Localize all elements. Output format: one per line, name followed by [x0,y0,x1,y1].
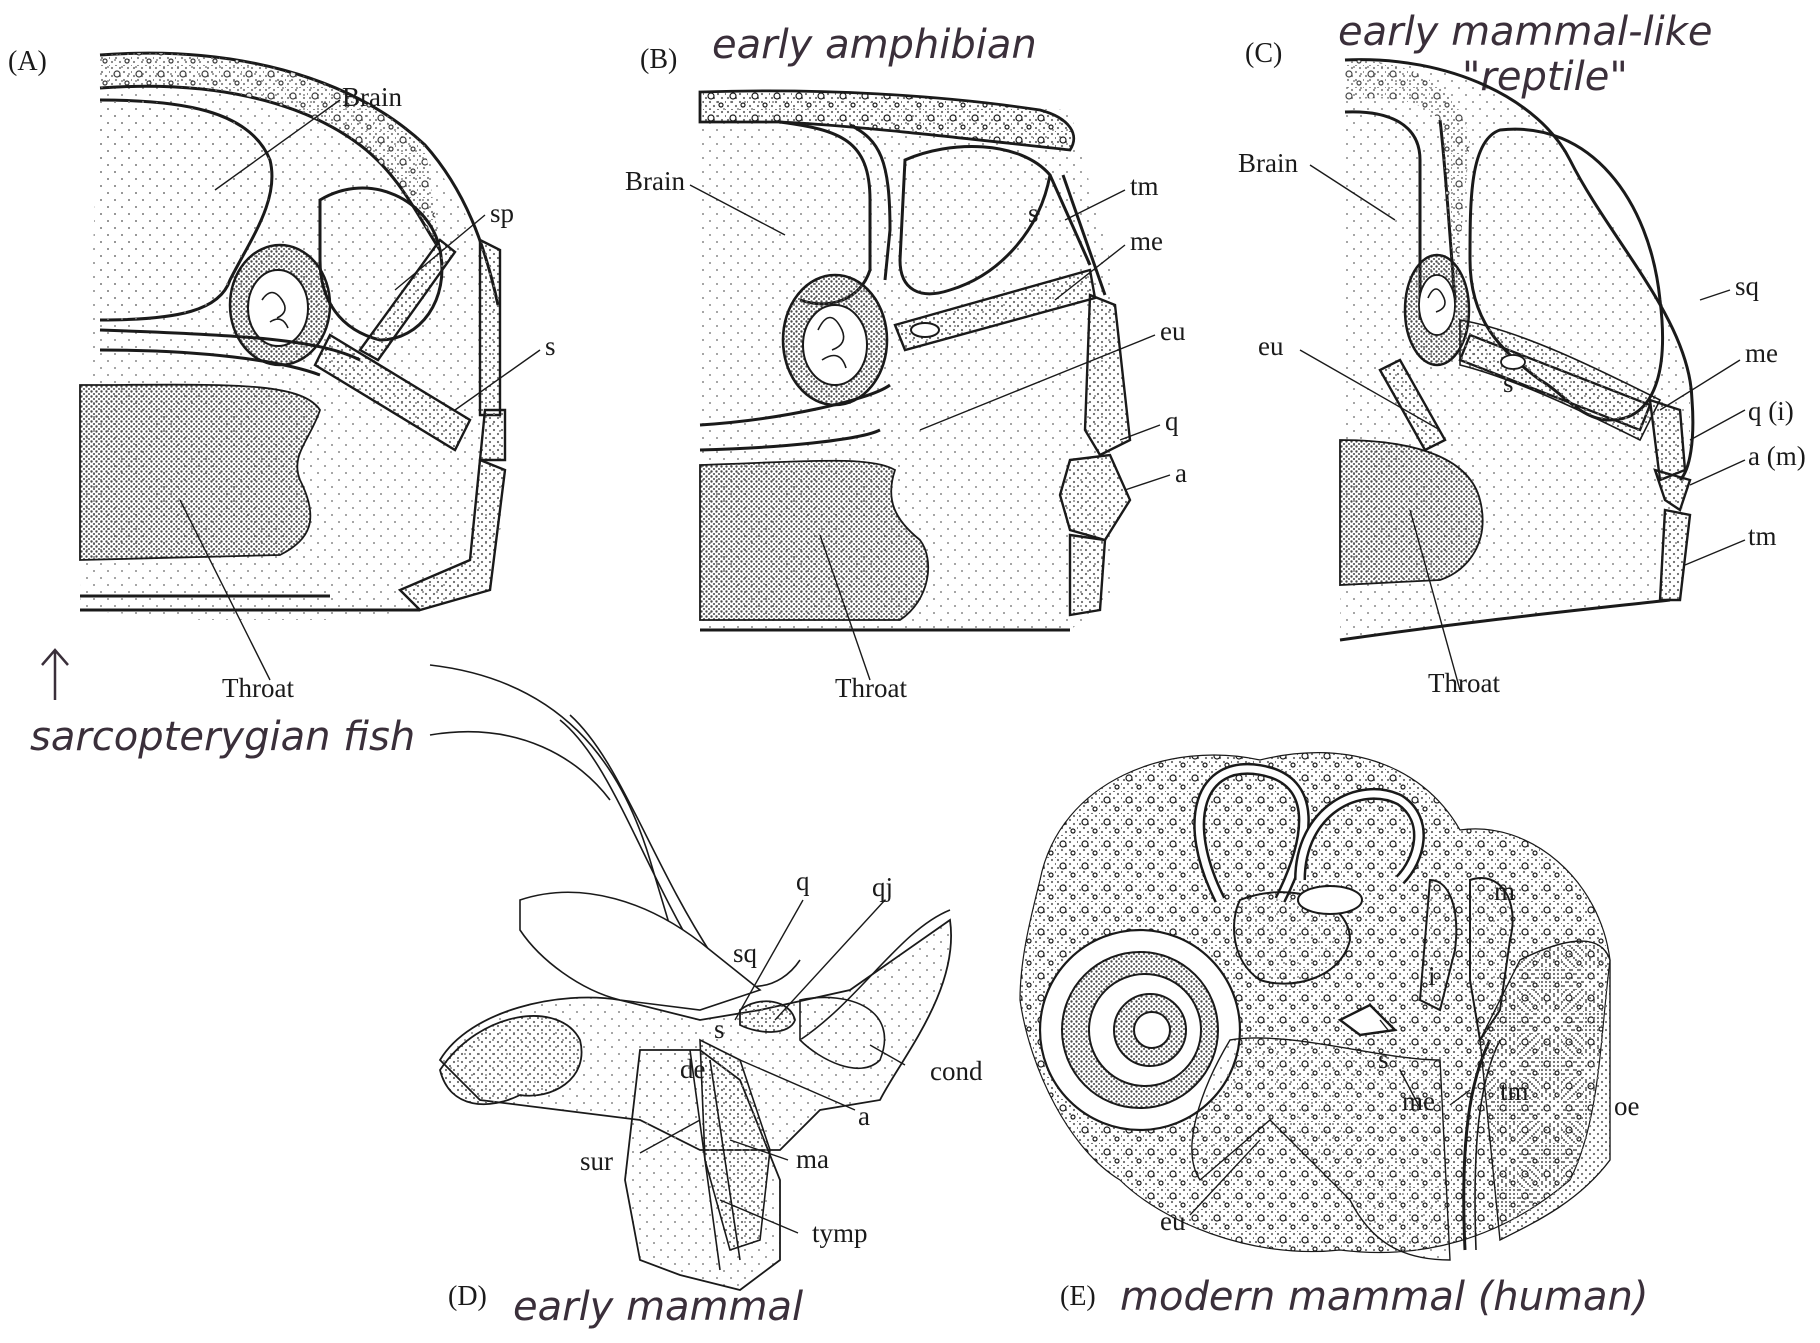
panel-b-label-brain: Brain [625,166,685,196]
panel-e-label-eu: eu [1160,1206,1186,1236]
panel-d-label-q: q [796,866,810,896]
panel-e-label-tm: tm [1500,1076,1529,1106]
panel-d-label-sq: sq [733,938,758,968]
panel-e: m i s me tm oe eu (E) modern mammal (hum… [1020,753,1648,1320]
panel-c-label-eu: eu [1258,331,1284,361]
panel-e-label-s: s [1378,1044,1389,1074]
panel-d-label-s: s [714,1014,725,1044]
panel-e-label-i: i [1428,961,1436,991]
panel-c-label-tm: tm [1748,521,1777,551]
panel-c-label-s: s [1503,368,1514,398]
panel-b-label-a: a [1175,458,1187,488]
panel-c-label-qi: q (i) [1748,396,1794,426]
panel-c-label-me: me [1745,338,1778,368]
panel-d-label-ma: ma [796,1144,829,1174]
panel-d-caption: early mammal [513,1284,803,1330]
panel-a: (A) Brain sp s [8,46,556,760]
panel-c-label-throat: Throat [1428,668,1500,698]
panel-c-caption-line1: early mammal-like [1338,9,1713,55]
panel-b-label-s: s [1028,198,1039,228]
panel-e-label-me: me [1402,1086,1435,1116]
panel-d-label-de: de [680,1054,706,1084]
panel-d-label-a: a [858,1101,870,1131]
panel-a-label-s: s [545,331,556,361]
panel-d-label-qj: qj [872,872,893,902]
panel-c-label-sq: sq [1735,271,1760,301]
panel-b-label-me: me [1130,226,1163,256]
panel-e-label-oe: oe [1614,1091,1640,1121]
panel-d: sq q qj s de cond a sur ma tymp (D) earl… [430,665,983,1330]
panel-b-caption: early amphibian [712,22,1037,68]
panel-d-label-cond: cond [930,1056,983,1086]
panel-a-label-throat: Throat [222,673,294,703]
panel-d-label-sur: sur [580,1146,613,1176]
panel-c-letter: (C) [1245,38,1282,69]
panel-c-label-brain: Brain [1238,148,1298,178]
panel-b-label-eu: eu [1160,316,1186,346]
panel-a-caption: sarcopterygian fish [30,714,415,760]
panel-b-letter: (B) [640,44,677,75]
panel-a-label-sp: sp [490,198,514,228]
panel-e-letter: (E) [1060,1281,1096,1312]
panel-e-caption: modern mammal (human) [1120,1274,1648,1320]
panel-a-letter: (A) [8,46,47,77]
panel-b-label-q: q [1165,406,1179,436]
arrow-icon [42,650,68,700]
panel-d-label-tymp: tymp [812,1218,868,1248]
panel-b-label-throat: Throat [835,673,907,703]
panel-a-label-brain: Brain [342,82,402,112]
panel-b: (B) early amphibian [625,22,1187,703]
panel-e-label-m: m [1494,876,1515,906]
panel-b-label-tm: tm [1130,171,1159,201]
panel-d-letter: (D) [448,1281,487,1312]
panel-c: (C) early mammal-like "reptile" [1238,9,1806,698]
panel-c-label-am: a (m) [1748,441,1806,471]
